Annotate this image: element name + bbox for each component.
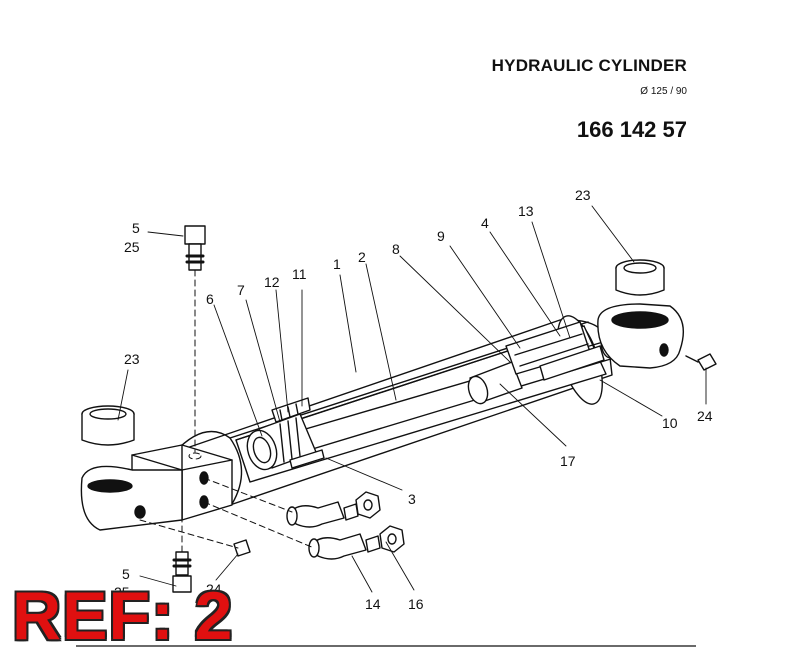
diagram-title: HYDRAULIC CYLINDER <box>491 56 687 75</box>
callout-6: 6 <box>206 291 214 307</box>
rear-clevis <box>80 444 233 531</box>
bleed-screw-top <box>184 225 206 271</box>
elbow-fitting-lower <box>308 533 381 560</box>
grease-nipple-front <box>685 353 717 371</box>
callout-10: 10 <box>662 415 678 431</box>
piston <box>246 397 325 471</box>
callout-24-rear: 24 <box>206 581 222 597</box>
centre-lines <box>139 269 315 553</box>
rod-eye <box>597 303 684 369</box>
nut-upper <box>355 491 381 519</box>
callout-8: 8 <box>392 241 400 257</box>
callout-17: 17 <box>560 453 576 469</box>
nut-lower <box>379 525 405 553</box>
callout-25-bottom: 25 <box>114 584 130 600</box>
callout-2: 2 <box>358 249 366 265</box>
elbow-fitting-upper <box>286 501 359 528</box>
grease-nipple-rear <box>233 539 251 557</box>
diagram-subtitle: Ø 125 / 90 <box>640 86 687 97</box>
callout-24-front: 24 <box>697 408 713 424</box>
callout-5-bottom: 5 <box>122 566 130 582</box>
bleed-screw-bottom <box>172 551 192 593</box>
leader-lines <box>117 205 707 593</box>
ref-watermark: REF: 2 <box>12 578 234 654</box>
callout-23-rear: 23 <box>124 351 140 367</box>
callout-7: 7 <box>237 282 245 298</box>
bushing-front <box>615 259 665 296</box>
callout-3: 3 <box>408 491 416 507</box>
callout-16: 16 <box>408 596 424 612</box>
callout-12: 12 <box>264 274 280 290</box>
callout-14: 14 <box>365 596 381 612</box>
callout-11: 11 <box>292 266 307 282</box>
callout-23-front: 23 <box>575 187 591 203</box>
callout-25-top: 25 <box>124 239 140 255</box>
callout-9: 9 <box>437 228 445 244</box>
callout-5-top: 5 <box>132 220 140 236</box>
callout-1: 1 <box>333 256 341 272</box>
callout-4: 4 <box>481 215 489 231</box>
part-number: 166 142 57 <box>576 117 687 142</box>
bushing-rear <box>81 405 135 446</box>
callout-13: 13 <box>518 203 534 219</box>
